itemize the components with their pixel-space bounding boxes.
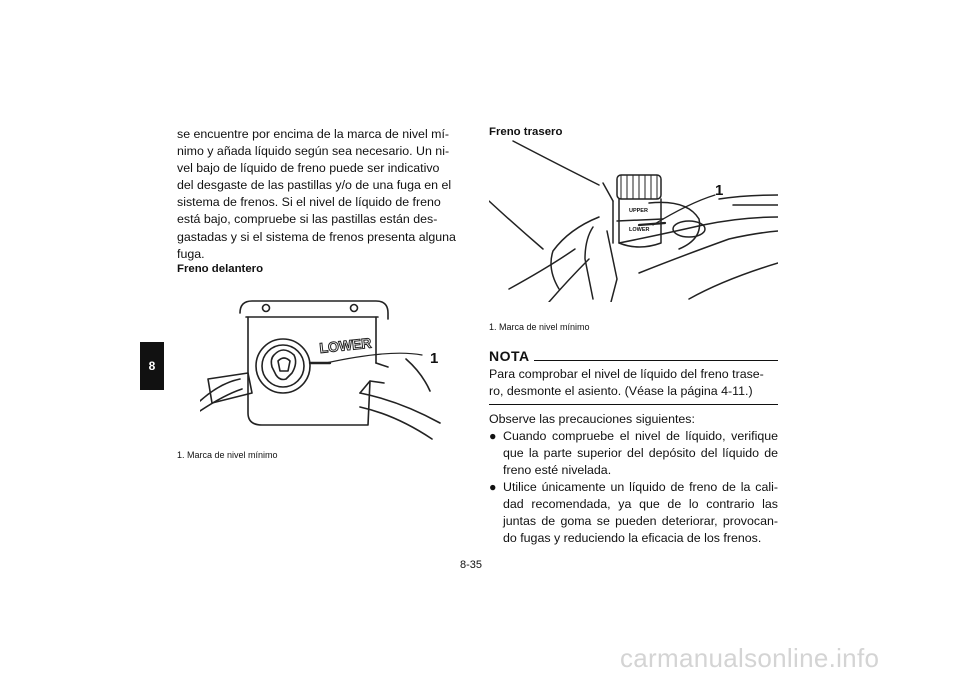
precautions-intro: Observe las precauciones siguientes: bbox=[489, 412, 695, 427]
rear-figure-caption: 1. Marca de nivel mínimo bbox=[489, 322, 590, 332]
rear-brake-heading: Freno trasero bbox=[489, 126, 563, 138]
precautions-list: ● Cuando compruebe el nivel de líquido, … bbox=[489, 428, 778, 547]
front-brake-heading: Freno delantero bbox=[177, 262, 264, 275]
left-column: se encuentre por encima de la marca de n… bbox=[177, 126, 462, 275]
paragraph-line: fuga. bbox=[177, 246, 205, 261]
nota-block: NOTA Para comprobar el nivel de líquido … bbox=[489, 348, 778, 547]
list-item-text: Utilice únicamente un líquido de freno d… bbox=[503, 480, 778, 546]
list-item: ● Cuando compruebe el nivel de líquido, … bbox=[489, 428, 778, 479]
nota-bottom-rule bbox=[489, 404, 778, 406]
nota-header: NOTA bbox=[489, 348, 778, 364]
nota-title: NOTA bbox=[489, 348, 530, 364]
page-number: 8-35 bbox=[460, 559, 483, 571]
rear-callout-number: 1 bbox=[715, 182, 723, 199]
chapter-tab: 8 bbox=[140, 342, 164, 390]
paragraph-line: está bajo, compruebe si las pastillas es… bbox=[177, 212, 438, 227]
rear-brake-reservoir-illustration: UPPER LOWER 1 bbox=[489, 140, 778, 302]
lower-reservoir-label: LOWER bbox=[319, 335, 372, 356]
upper-reservoir-label: UPPER bbox=[629, 208, 648, 214]
front-callout-number: 1 bbox=[430, 350, 438, 367]
bullet-icon: ● bbox=[489, 429, 497, 444]
paragraph-line: vel bajo de líquido de freno puede ser i… bbox=[177, 161, 440, 176]
list-item: ● Utilice únicamente un líquido de freno… bbox=[489, 479, 778, 547]
paragraph-line: se encuentre por encima de la marca de n… bbox=[177, 127, 450, 141]
paragraph-line: nimo y añada líquido según sea necesario… bbox=[177, 144, 450, 159]
bullet-icon: ● bbox=[489, 480, 497, 495]
paragraph-line: del desgaste de las pastillas y/o de una… bbox=[177, 178, 452, 193]
nota-text-line: ro, desmonte el asiento. (Véase la págin… bbox=[489, 384, 753, 399]
lower-reservoir-label: LOWER bbox=[629, 227, 649, 233]
nota-header-rule bbox=[533, 360, 778, 361]
paragraph-line: sistema de frenos. Si el nivel de líquid… bbox=[177, 195, 441, 210]
nota-text-line: Para comprobar el nivel de líquido del f… bbox=[489, 367, 764, 381]
right-column: Freno trasero bbox=[489, 126, 778, 138]
chapter-number: 8 bbox=[148, 359, 156, 373]
front-figure-caption: 1. Marca de nivel mínimo bbox=[177, 450, 278, 460]
watermark: carmanualsonline.info bbox=[620, 643, 880, 673]
front-brake-reservoir-illustration: LOWER 1 bbox=[200, 300, 441, 440]
paragraph-line: gastadas y si el sistema de frenos prese… bbox=[177, 229, 456, 244]
list-item-text: Cuando compruebe el nivel de líquido, ve… bbox=[503, 429, 778, 478]
